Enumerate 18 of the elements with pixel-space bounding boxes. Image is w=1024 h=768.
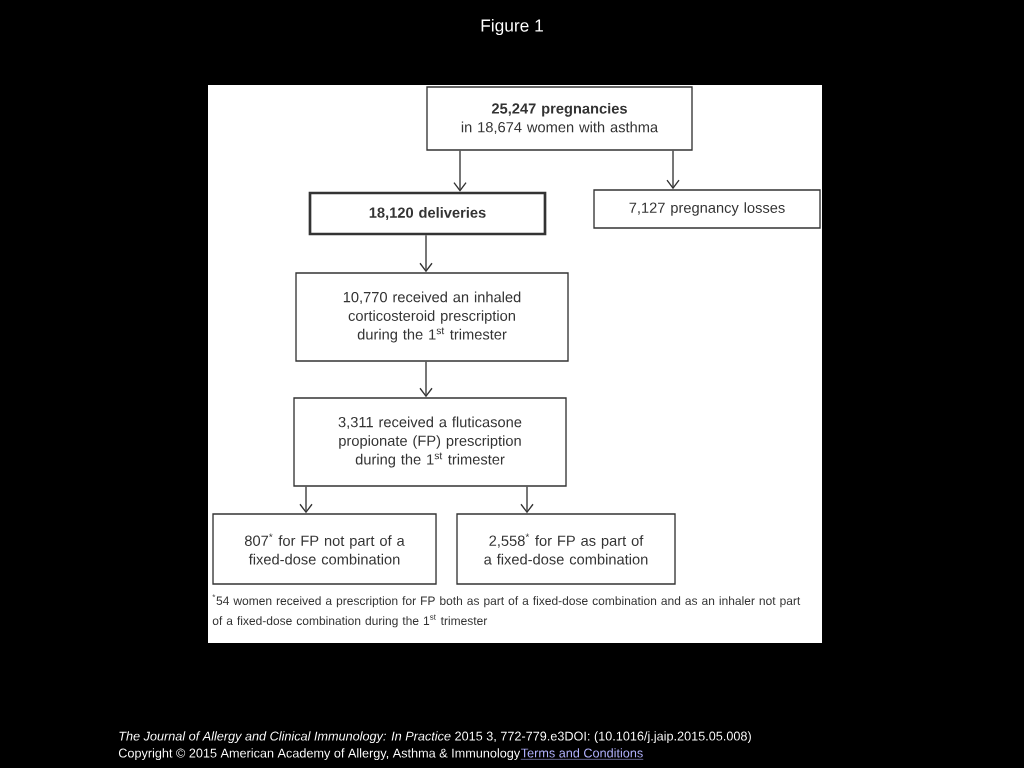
arrow — [419, 361, 433, 398]
terms-link: Terms and Conditions — [520, 748, 644, 760]
arrow — [419, 234, 433, 273]
flow-box: 3,311 received a fluticasone propionate (FP) prescription during the 1$^{st}$ trimester — [293, 397, 567, 487]
arrow — [520, 486, 534, 514]
flow-box: 10,770 received an inhaled corticosteroid prescription during the 1$^{st}$ trimester — [295, 272, 569, 362]
footnote: $^{*}$54 women received a prescription for FP both as part of a fixed-dose combination and as an inhaler not part of a fixed-dose combination during the 1$^{st}$ trimester — [212, 594, 801, 628]
flow-box: 18,120 deliveries — [308, 191, 547, 236]
arrow — [453, 150, 467, 192]
flow-box: 25,247 pregnancies in 18,674 women with asthma — [426, 86, 693, 151]
arrow — [666, 150, 680, 190]
flow-box: 7,127 pregnancy losses — [593, 189, 821, 229]
copyright-line: Copyright © 2015 American Academy of Allergy, Asthma & Immunology — [118, 748, 521, 761]
arrow — [299, 486, 313, 514]
figure-title: Figure 1 — [481, 18, 543, 36]
flow-box: 807$^{*}$ for FP not part of a fixed-dose combination — [212, 513, 437, 585]
citation: The Journal of Allergy and Clinical Immunology: In Practice 2015 3, 772-779.e3DOI: (10.1016/j.jaip.2015.05.008) — [119, 731, 751, 744]
flow-box: 2,558$^{*}$ for FP as part of a fixed-dose combination — [456, 513, 676, 585]
